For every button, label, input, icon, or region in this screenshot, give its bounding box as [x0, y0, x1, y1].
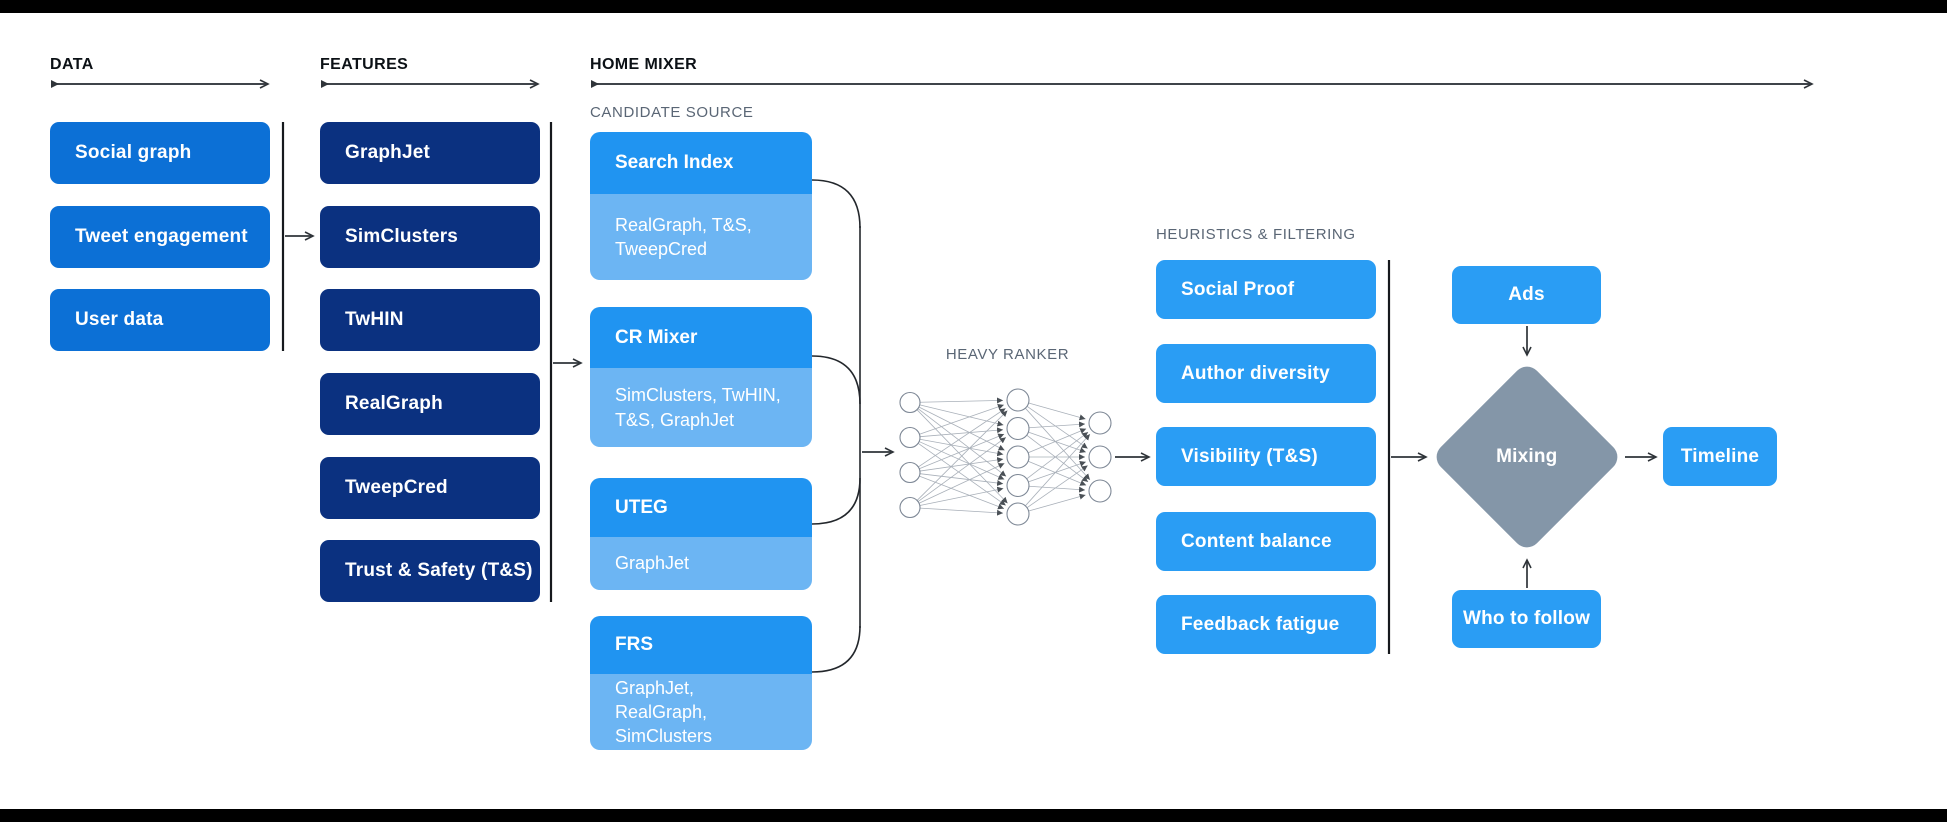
- network-edge: [919, 475, 1005, 510]
- network-edge: [1025, 407, 1091, 481]
- network-edge: [916, 409, 1008, 504]
- heuristic-box-content-balance: Content balance: [1156, 512, 1376, 571]
- network-edge: [1028, 428, 1087, 454]
- network-node: [1088, 479, 1112, 503]
- candidate-source-label: CANDIDATE SOURCE: [590, 104, 754, 121]
- section-header-home-mixer: HOME MIXER: [590, 56, 698, 73]
- candidate-card-title: FRS: [590, 616, 812, 674]
- network-edge: [1025, 433, 1091, 507]
- network-node: [899, 426, 921, 449]
- candidate-card-cr-mixer: CR Mixer SimClusters, TwHIN, T&S, GraphJ…: [590, 307, 812, 447]
- candidate-card-title: Search Index: [590, 132, 812, 194]
- candidate-card-subtitle: SimClusters, TwHIN, T&S, GraphJet: [590, 368, 812, 447]
- candidate-card-subtitle: GraphJet: [590, 537, 812, 590]
- heavy-ranker-label: HEAVY RANKER: [945, 346, 1070, 363]
- network-edge: [1026, 465, 1088, 509]
- network-edge: [919, 507, 1004, 516]
- candidate-card-uteg: UTEG GraphJet: [590, 478, 812, 590]
- network-edge: [919, 486, 1004, 506]
- network-edge: [919, 427, 1004, 438]
- network-node: [1006, 388, 1030, 412]
- candidate-card-title: CR Mixer: [590, 307, 812, 368]
- bottom-black-bar: [0, 809, 1947, 822]
- network-edge: [1028, 461, 1086, 483]
- feature-box-twhin: TwHIN: [320, 289, 540, 351]
- feature-box-simclusters: SimClusters: [320, 206, 540, 268]
- candidate-card-frs: FRS GraphJet, RealGraph, SimClusters: [590, 616, 812, 750]
- curve-uteg: [811, 477, 861, 525]
- network-edge: [1028, 493, 1086, 512]
- network-edge: [1026, 405, 1088, 449]
- network-edge: [918, 462, 1005, 504]
- network-node: [1088, 445, 1112, 469]
- candidate-card-subtitle: GraphJet, RealGraph, SimClusters: [590, 674, 812, 750]
- network-node: [1006, 416, 1030, 441]
- network-edge: [919, 473, 1004, 486]
- network-edge: [919, 433, 1005, 470]
- network-edge: [919, 404, 1004, 435]
- curve-cr-mixer: [811, 355, 861, 405]
- network-edge: [1026, 434, 1089, 483]
- network-edge: [1028, 421, 1086, 429]
- heuristic-box-social-proof: Social Proof: [1156, 260, 1376, 319]
- network-edge: [1028, 485, 1086, 493]
- candidate-card-title: UTEG: [590, 478, 812, 537]
- network-node: [899, 391, 921, 414]
- network-edge: [918, 441, 1005, 480]
- heuristic-box-feedback-fatigue: Feedback fatigue: [1156, 595, 1376, 654]
- network-edge: [1028, 431, 1086, 453]
- network-edge: [917, 437, 1007, 502]
- network-edge: [919, 438, 1004, 457]
- feature-box-tweepcred: TweepCred: [320, 457, 540, 519]
- candidate-card-subtitle: RealGraph, T&S, TweepCred: [590, 194, 812, 280]
- candidate-title-text: UTEG: [615, 496, 668, 518]
- data-box-social-graph: Social graph: [50, 122, 270, 184]
- section-header-features: FEATURES: [320, 56, 409, 73]
- candidate-title-text: CR Mixer: [615, 326, 698, 348]
- candidate-subtitle-text: SimClusters, TwHIN, T&S, GraphJet: [615, 385, 781, 430]
- network-edge: [919, 404, 1004, 427]
- feature-box-trust-safety: Trust & Safety (T&S): [320, 540, 540, 602]
- curve-search-index: [811, 179, 861, 229]
- candidate-card-search-index: Search Index RealGraph, T&S, TweepCred: [590, 132, 812, 280]
- candidate-title-text: Search Index: [615, 152, 734, 173]
- heuristic-box-author-diversity: Author diversity: [1156, 344, 1376, 403]
- network-edge: [919, 457, 1004, 472]
- candidate-subtitle-text: GraphJet, RealGraph, SimClusters: [615, 677, 713, 747]
- network-edge: [917, 442, 1006, 506]
- heavy-ranker-network: [899, 388, 1112, 526]
- heuristics-filtering-label: HEURISTICS & FILTERING: [1156, 226, 1356, 243]
- timeline-box: Timeline: [1663, 427, 1777, 486]
- network-edge: [1028, 402, 1086, 421]
- who-to-follow-box: Who to follow: [1452, 590, 1601, 648]
- network-edge: [1026, 431, 1089, 480]
- network-node: [1088, 411, 1112, 435]
- candidate-subtitle-text: GraphJet: [615, 553, 690, 574]
- network-edge: [917, 408, 1007, 477]
- ads-box: Ads: [1452, 266, 1601, 324]
- network-edge: [919, 397, 1004, 404]
- network-node: [899, 496, 921, 519]
- network-edge: [918, 406, 1005, 451]
- network-node: [1006, 473, 1030, 498]
- mixing-diamond-label: Mixing: [1496, 446, 1558, 467]
- data-box-user-data: User data: [50, 289, 270, 351]
- candidate-subtitle-text: RealGraph, T&S, TweepCred: [615, 214, 752, 259]
- feature-box-graphjet: GraphJet: [320, 122, 540, 184]
- data-box-tweet-engagement: Tweet engagement: [50, 206, 270, 268]
- heuristic-box-visibility: Visibility (T&S): [1156, 427, 1376, 486]
- section-header-data: DATA: [50, 56, 94, 73]
- curve-frs: [811, 625, 861, 673]
- feature-box-realgraph: RealGraph: [320, 373, 540, 435]
- network-node: [1006, 445, 1030, 469]
- candidate-title-text: FRS: [615, 634, 653, 655]
- network-node: [899, 461, 921, 484]
- network-edge: [916, 410, 1008, 501]
- network-edge: [1028, 460, 1087, 486]
- network-node: [1006, 502, 1030, 526]
- network-edge: [918, 408, 1006, 468]
- top-black-bar: [0, 0, 1947, 13]
